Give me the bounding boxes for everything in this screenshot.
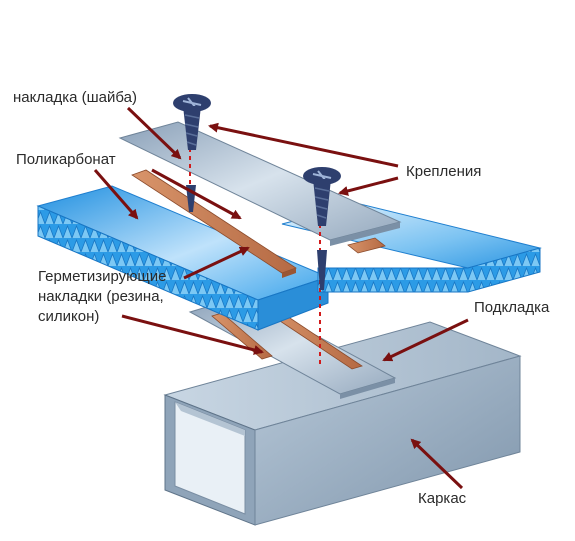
label-polycarbonate: Поликарбонат [16,151,116,168]
label-seals-line1: Герметизирующие [38,268,166,285]
label-fasteners: Крепления [406,163,481,180]
label-frame: Каркас [418,490,467,507]
label-seals-line2: накладки (резина, [38,288,164,305]
callout-arrows [93,106,469,490]
screw-icon [303,167,341,290]
label-seals-line3: силикон) [38,308,99,325]
screw-icon [173,94,211,212]
polycarbonate-panel-left [36,185,330,331]
label-underlay: Подкладка [474,299,550,316]
seal-strip-upper [131,169,386,278]
label-washer: накладка (шайба) [13,89,137,106]
